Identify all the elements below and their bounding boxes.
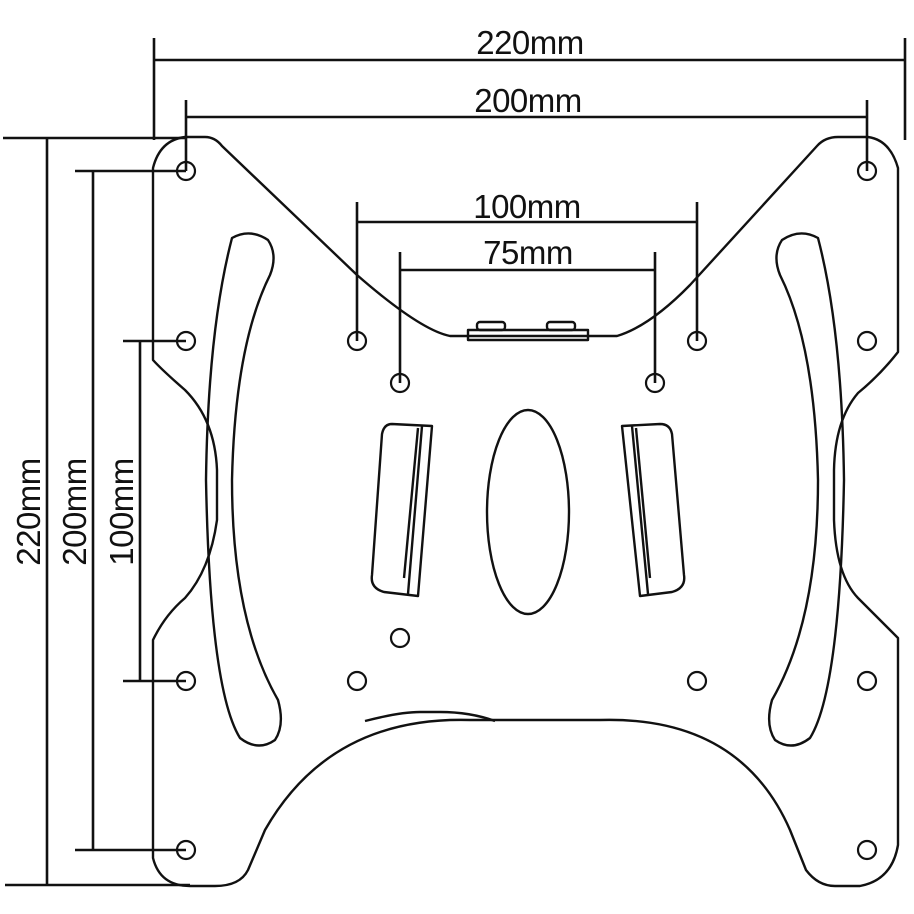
hole-100-bl bbox=[346, 670, 368, 692]
dim-vesa-100-width: 100mm bbox=[355, 188, 699, 341]
hole-side-r1 bbox=[856, 330, 878, 352]
dim-vesa-200-width: 200mm bbox=[184, 82, 869, 171]
dim-vesa-100-height: 100mm bbox=[103, 339, 186, 683]
label-vesa-200-height: 200mm bbox=[56, 458, 93, 566]
bottom-arch-detail bbox=[364, 710, 496, 723]
left-hook-slot bbox=[370, 422, 434, 598]
left-curved-slot bbox=[204, 232, 283, 747]
dim-overall-width: 220mm bbox=[152, 24, 907, 140]
center-oval-cutout bbox=[485, 408, 571, 616]
dim-vesa-200-height: 200mm bbox=[56, 169, 186, 852]
label-vesa-200-width: 200mm bbox=[474, 82, 582, 119]
right-curved-slot bbox=[767, 232, 846, 747]
hole-200-br bbox=[856, 839, 878, 861]
hole-100-br bbox=[686, 670, 708, 692]
label-vesa-75-width: 75mm bbox=[483, 234, 573, 271]
plate-outline bbox=[151, 135, 900, 888]
dim-vesa-75-width: 75mm bbox=[398, 234, 657, 383]
hole-side-r2 bbox=[856, 670, 878, 692]
dim-overall-height: 220mm bbox=[3, 136, 190, 887]
label-overall-height: 220mm bbox=[10, 458, 47, 566]
top-bracket bbox=[466, 320, 590, 342]
hole-75-bl bbox=[389, 627, 411, 649]
right-hook-slot bbox=[620, 422, 686, 598]
label-overall-width: 220mm bbox=[476, 24, 584, 61]
mounting-holes bbox=[175, 160, 878, 861]
label-vesa-100-width: 100mm bbox=[473, 188, 581, 225]
label-vesa-100-height: 100mm bbox=[103, 458, 140, 566]
